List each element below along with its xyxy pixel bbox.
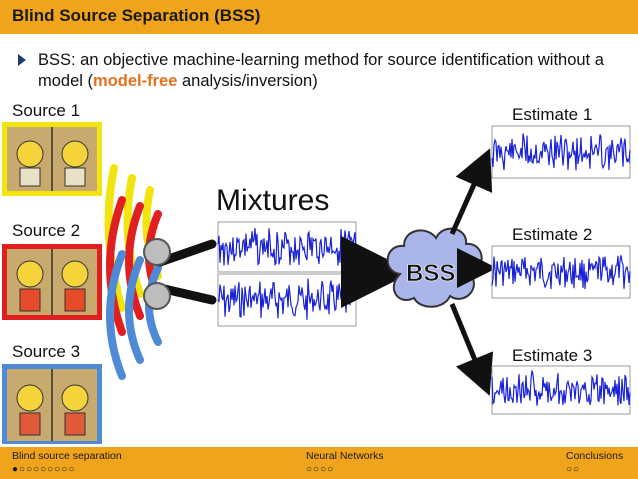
waveform-path [491, 255, 631, 290]
mixture-waveform-2 [217, 273, 357, 327]
waveform-path [491, 370, 631, 406]
estimate-1-waveform [491, 125, 631, 179]
waveform-path [217, 278, 357, 320]
footer-section-conclusions[interactable]: Conclusions [566, 450, 624, 462]
sound-waves [104, 164, 162, 380]
footer-progress-dots[interactable]: ●○○○○○○○○ [12, 464, 76, 475]
estimate-3-waveform [491, 365, 631, 415]
source-2-label: Source 2 [12, 221, 80, 240]
slide-title: Blind Source Separation (BSS) [12, 6, 261, 25]
bss-diagram: Source 1 Source 2 Source 3 [2, 101, 631, 444]
bullet-text: BSS: an objective machine-learning metho… [38, 50, 638, 92]
estimate-2-label: Estimate 2 [512, 225, 592, 244]
mixtures-label: Mixtures [216, 184, 329, 217]
bullet-text-prefix: BSS: an objective machine-learning metho… [38, 51, 604, 90]
title-bar: Blind Source Separation (BSS) [0, 0, 638, 34]
estimate-3-label: Estimate 3 [512, 346, 592, 365]
bss-cloud: BSS [386, 227, 483, 308]
source-3-label: Source 3 [12, 342, 80, 361]
bullet-highlight: model-free [93, 72, 178, 90]
microphone-icon [143, 282, 217, 310]
mixture-waveform-1 [217, 221, 357, 273]
footer-bar: Blind source separation ●○○○○○○○○ Neural… [0, 447, 638, 479]
footer-progress-dots[interactable]: ○○○○ [306, 464, 335, 475]
footer-section-blind-source-separation[interactable]: Blind source separation [12, 450, 122, 462]
microphone-icon [143, 238, 217, 267]
bullet-triangle-icon [18, 54, 26, 66]
estimate-1-label: Estimate 1 [512, 105, 592, 124]
estimate-2-waveform [491, 245, 631, 299]
bss-label: BSS [406, 260, 455, 287]
bullet-text-suffix: analysis/inversion) [177, 72, 318, 90]
source-2-image [2, 244, 102, 320]
waveform-path [217, 228, 357, 267]
source-3-image [2, 364, 102, 444]
footer-progress-dots[interactable]: ○○ [566, 464, 581, 475]
source-1-image [2, 122, 102, 196]
footer-section-neural-networks[interactable]: Neural Networks [306, 450, 384, 462]
waveform-path [491, 133, 631, 171]
source-1-label: Source 1 [12, 101, 80, 120]
